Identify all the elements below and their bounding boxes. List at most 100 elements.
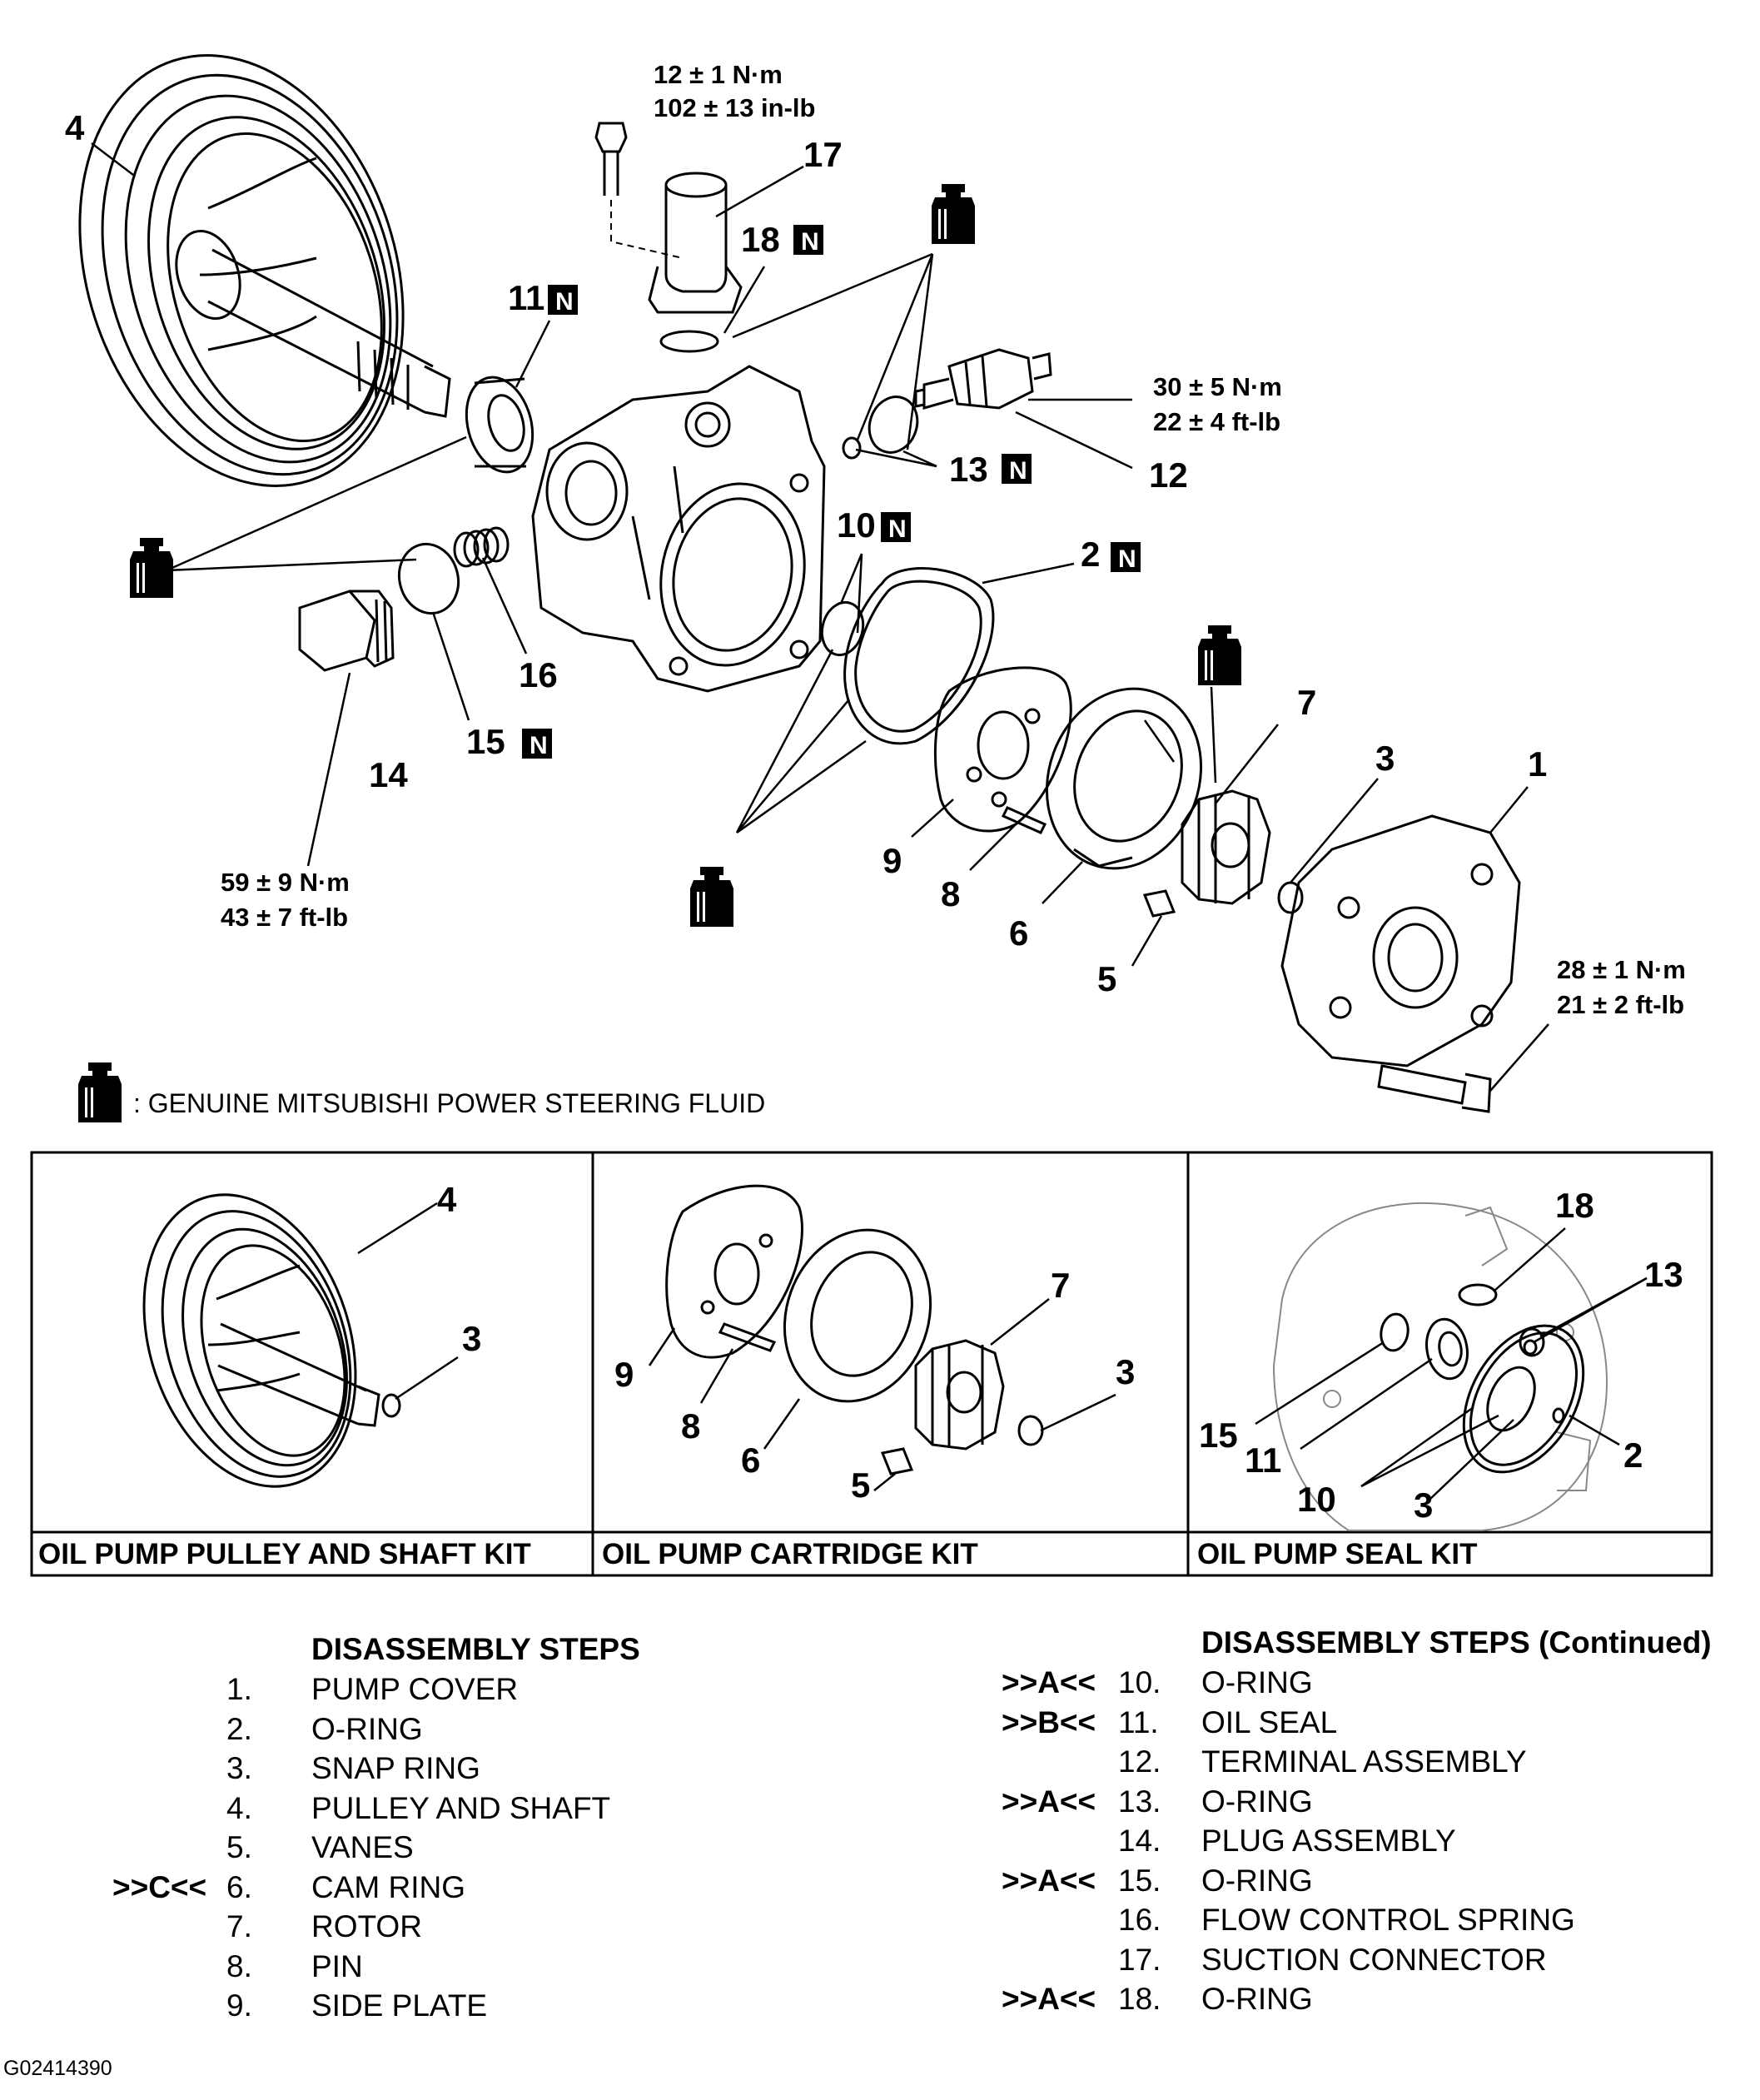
kit2-title: OIL PUMP CARTRIDGE KIT: [602, 1538, 978, 1570]
o-ring-10-part: [820, 600, 865, 657]
kit1-callout-4: 4: [437, 1180, 457, 1219]
flow-control-spring-part: [453, 526, 510, 568]
pump-body-part: [531, 365, 826, 693]
step-name: O-RING: [1201, 1863, 1313, 1898]
callout-9: 9: [882, 841, 902, 880]
fluid-bottle-icon: [690, 867, 733, 927]
step-number: 10.: [1118, 1665, 1161, 1699]
step-mark: >>B<<: [1002, 1704, 1096, 1739]
callout-15: 15: [466, 722, 505, 761]
kit2-callout-3: 3: [1116, 1352, 1135, 1391]
callout-3: 3: [1375, 739, 1395, 778]
kit3-callout-2: 2: [1623, 1436, 1643, 1475]
kit3-callout-10: 10: [1297, 1480, 1336, 1519]
figure-id: G02414390: [3, 2057, 112, 2080]
torque-spec-terminal-nm: 30 ± 5 N·m: [1153, 372, 1282, 401]
oil-seal-part: [465, 376, 534, 474]
o-ring-18-part: [659, 330, 719, 353]
disassembly-steps-title: DISASSEMBLY STEPS: [311, 1632, 640, 1666]
o-ring-2-part: [843, 567, 995, 745]
fluid-bottle-icon: [130, 538, 173, 598]
new-part-badge-11: N: [555, 288, 574, 316]
cover-bolt-part: [1377, 1064, 1492, 1113]
kit-seal-illustration: [1255, 1202, 1648, 1531]
step-name: O-RING: [1201, 1784, 1313, 1819]
step-number: 1.: [226, 1672, 252, 1706]
fluid-bottle-icon: [932, 184, 975, 244]
step-mark: >>C<<: [112, 1869, 207, 1904]
vanes-part: [1142, 889, 1176, 918]
pump-cover-part: [1280, 814, 1521, 1067]
step-number: 17.: [1118, 1942, 1161, 1977]
rotor-part: [1181, 789, 1271, 905]
step-number: 15.: [1118, 1863, 1161, 1898]
callout-18: 18: [741, 220, 780, 259]
new-part-badge-10: N: [888, 515, 907, 543]
kit3-callout-13: 13: [1644, 1255, 1683, 1294]
step-number: 9.: [226, 1988, 252, 2023]
new-part-badge-13: N: [1009, 457, 1027, 485]
step-number: 14.: [1118, 1824, 1161, 1858]
step-number: 18.: [1118, 1982, 1161, 2016]
step-mark: >>A<<: [1002, 1863, 1096, 1898]
callout-10: 10: [837, 505, 876, 545]
kit1-title: OIL PUMP PULLEY AND SHAFT KIT: [38, 1538, 531, 1570]
callout-1: 1: [1528, 744, 1547, 784]
step-number: 11.: [1118, 1704, 1159, 1739]
torque-spec-bolt-inlb: 102 ± 13 in-lb: [654, 93, 815, 122]
main-exploded-view: [78, 54, 1549, 1113]
step-name: SNAP RING: [311, 1751, 480, 1785]
callout-7: 7: [1297, 683, 1316, 722]
kit3-callout-15: 15: [1199, 1416, 1238, 1455]
fluid-bottle-icon: [1198, 625, 1241, 685]
callout-8: 8: [941, 874, 960, 913]
step-number: 4.: [226, 1790, 252, 1825]
step-name: PIN: [311, 1948, 363, 1983]
kit-cartridge-illustration: [648, 1184, 1116, 1491]
callout-2: 2: [1081, 535, 1100, 574]
torque-spec-plug-nm: 59 ± 9 N·m: [221, 868, 350, 897]
step-name: CAM RING: [311, 1869, 465, 1904]
callout-16: 16: [519, 655, 558, 694]
fluid-bottle-icon: [78, 1062, 122, 1122]
callout-14: 14: [369, 755, 408, 794]
new-part-badge-15: N: [529, 732, 548, 759]
kit3-callout-18: 18: [1555, 1186, 1594, 1225]
legend-text: : GENUINE MITSUBISHI POWER STEERING FLUI…: [133, 1088, 765, 1118]
callout-17: 17: [803, 135, 843, 174]
plug-assembly-part: [298, 590, 395, 672]
suction-connector-part: [594, 122, 743, 314]
step-name: O-RING: [1201, 1665, 1313, 1699]
callout-12: 12: [1149, 455, 1188, 495]
callout-4: 4: [65, 108, 85, 147]
kit2-callout-8: 8: [681, 1406, 700, 1446]
torque-spec-bolt-nm: 12 ± 1 N·m: [654, 60, 783, 89]
step-number: 12.: [1118, 1744, 1161, 1779]
step-name: PUMP COVER: [311, 1672, 519, 1706]
pulley-and-shaft-part: [78, 54, 451, 487]
kit-pulley-shaft-illustration: [142, 1193, 459, 1488]
step-name: PULLEY AND SHAFT: [311, 1790, 611, 1825]
step-number: 5.: [226, 1830, 252, 1864]
o-ring-13-small-part: [842, 436, 862, 460]
step-mark: >>A<<: [1002, 1665, 1096, 1699]
step-name: PLUG ASSEMBLY: [1201, 1824, 1456, 1858]
torque-spec-cover-ftlb: 21 ± 2 ft-lb: [1557, 990, 1684, 1019]
kit3-callout-3: 3: [1414, 1485, 1433, 1525]
side-plate-part: [933, 666, 1072, 833]
step-number: 7.: [226, 1909, 252, 1943]
step-number: 8.: [226, 1948, 252, 1983]
torque-spec-cover-nm: 28 ± 1 N·m: [1557, 955, 1686, 984]
kit1-callout-3: 3: [462, 1319, 481, 1358]
kit3-callout-11: 11: [1245, 1441, 1281, 1480]
step-name: OIL SEAL: [1201, 1704, 1338, 1739]
step-number: 16.: [1118, 1903, 1161, 1937]
step-number: 13.: [1118, 1784, 1161, 1819]
step-name: SIDE PLATE: [311, 1988, 488, 2023]
leader-lines: [91, 142, 1549, 1092]
callout-11: 11: [508, 278, 544, 317]
torque-spec-plug-ftlb: 43 ± 7 ft-lb: [221, 903, 348, 932]
step-name: SUCTION CONNECTOR: [1201, 1942, 1547, 1977]
new-part-badges: [522, 225, 1141, 759]
